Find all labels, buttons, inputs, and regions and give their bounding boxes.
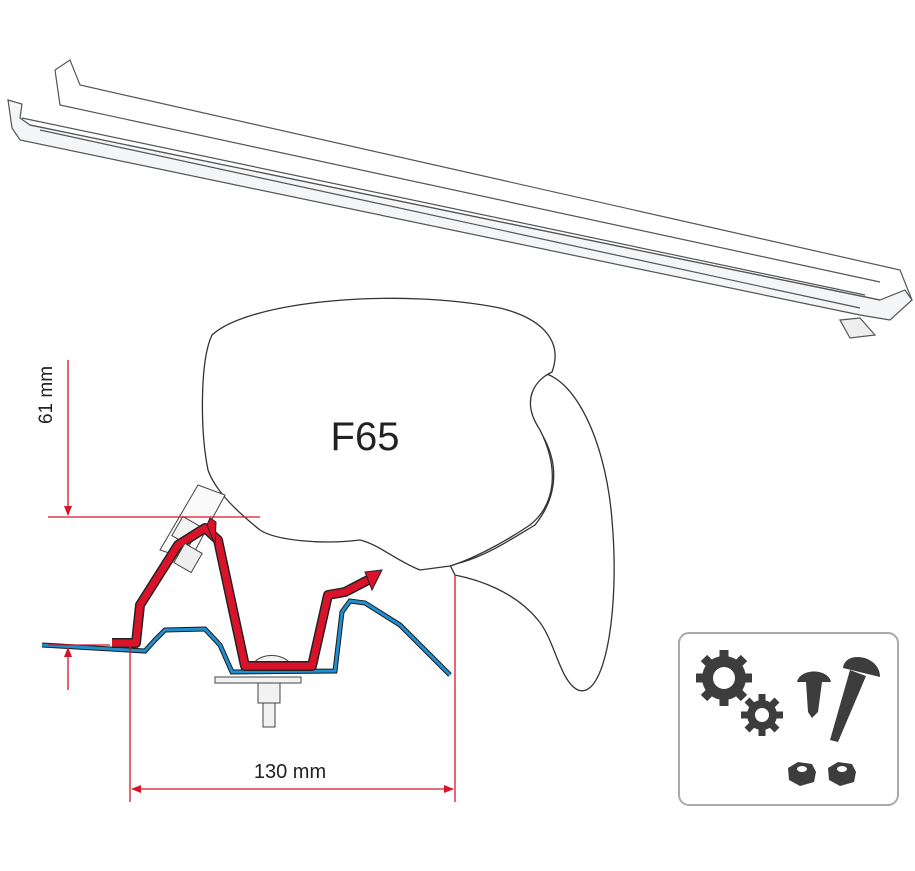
width-dimension: [129, 575, 456, 802]
gears-icon: [696, 650, 783, 736]
height-dimension: [48, 360, 260, 690]
screw-icon: [830, 657, 880, 742]
height-dimension-label: 61 mm: [36, 366, 57, 424]
screw-icon: [797, 671, 831, 718]
roof-profile-fill: [41, 599, 452, 677]
nut-icon: [788, 762, 816, 786]
model-label: F65: [331, 415, 400, 459]
hardware-kit-box: [678, 632, 899, 806]
width-dimension-label: 130 mm: [254, 761, 326, 783]
nut-icon: [828, 762, 856, 786]
awning-body: [201, 297, 615, 692]
mounting-rail: [7, 59, 913, 339]
adapter-bracket: [112, 517, 383, 671]
